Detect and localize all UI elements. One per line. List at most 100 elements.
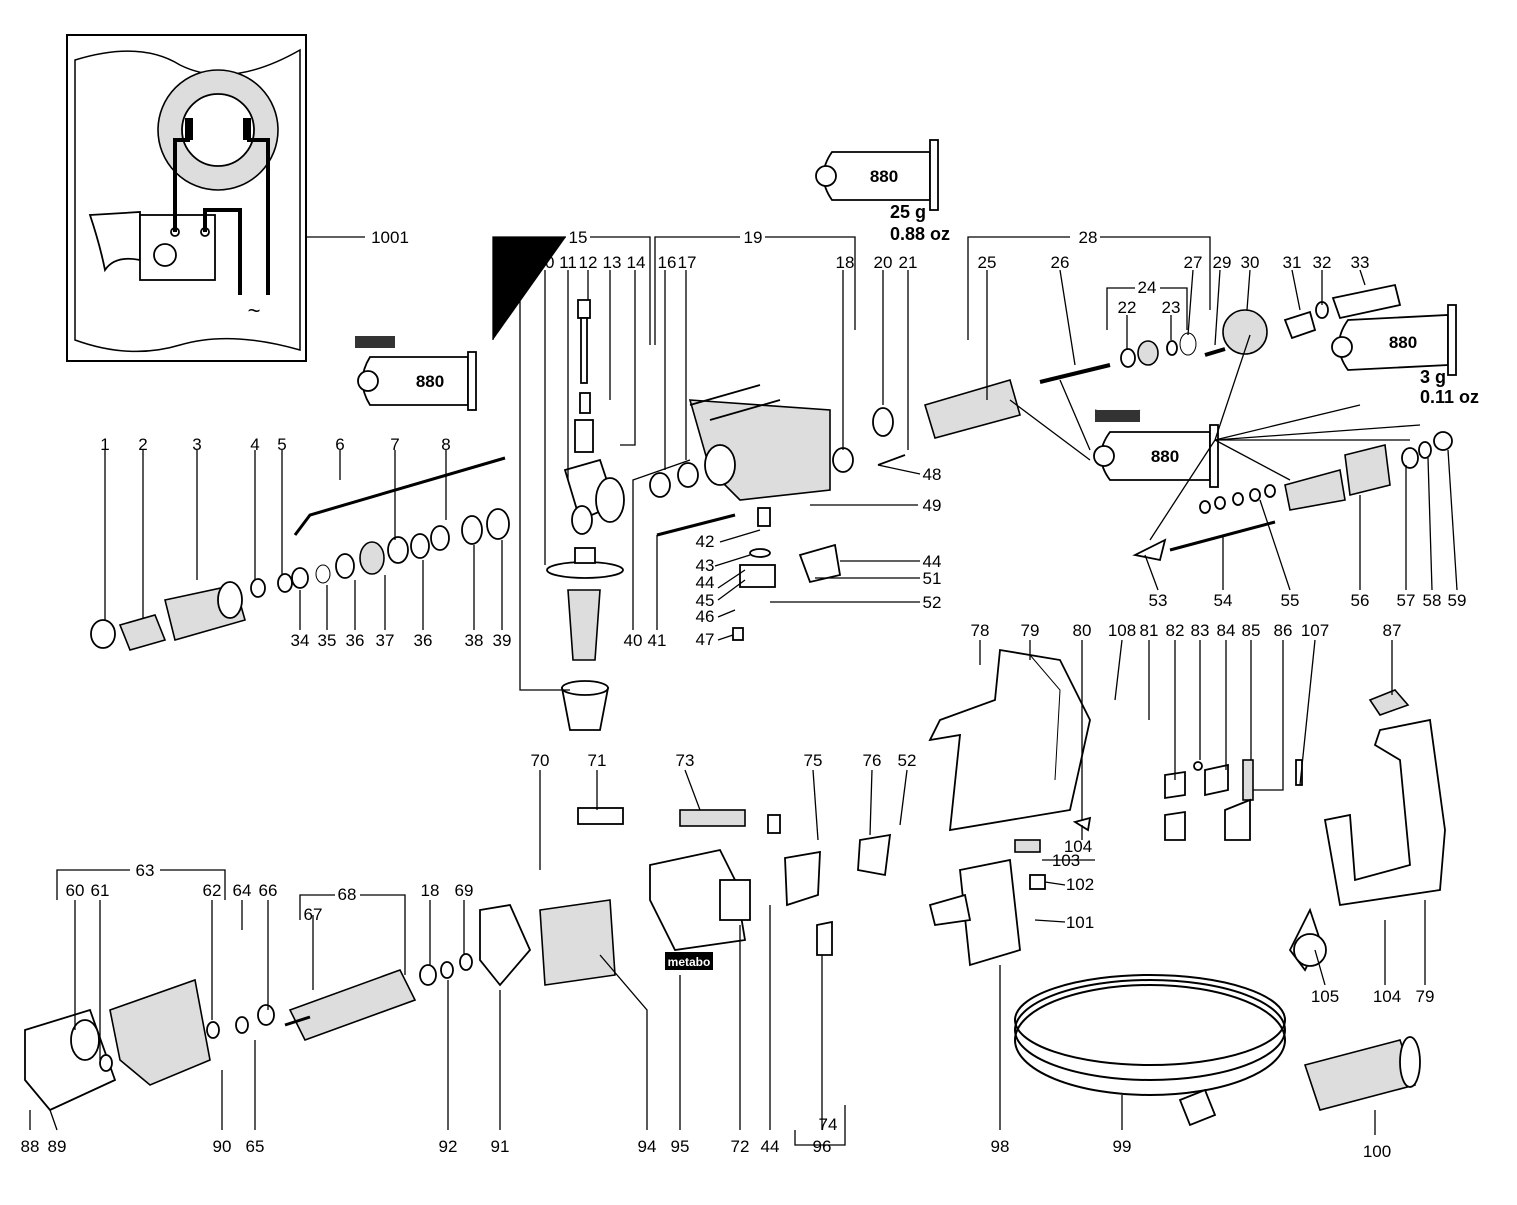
callout: 35 [318, 631, 337, 650]
callout: 72 [731, 1137, 750, 1156]
grease-tube-b-label: 880 [870, 167, 898, 186]
callout: 10 [536, 253, 555, 272]
inset-wire-2 [203, 208, 242, 295]
callout: 82 [1166, 621, 1185, 640]
callout: 36 [414, 631, 433, 650]
grease-tube-c-label: 880 [1389, 333, 1417, 352]
grease-tube-b-amount-oz: 0.88 oz [890, 224, 950, 244]
callout: 59 [1448, 591, 1467, 610]
callout: 5 [277, 435, 286, 454]
grease-tube-c-amount: 3 g [1420, 367, 1446, 387]
wiring-inset: ~ 1001 [66, 34, 409, 362]
parts-handle-assembly [546, 299, 625, 731]
callout: 81 [1140, 621, 1159, 640]
parts-gear-housing [649, 384, 906, 641]
callout: 104 [1064, 837, 1092, 856]
callout: 105 [1311, 987, 1339, 1006]
inset-switch-trigger [88, 211, 141, 273]
parts-switch-area [928, 759, 1303, 967]
callout: 74 [819, 1115, 838, 1134]
callout: 32 [1313, 253, 1332, 272]
callout: 15 [569, 228, 588, 247]
callout: 62 [203, 881, 222, 900]
callout: 11 [559, 253, 577, 272]
callout: 101 [1066, 913, 1094, 932]
callout: 88 [21, 1137, 40, 1156]
inset-wire-1 [173, 138, 190, 232]
inset-brush-left [185, 118, 193, 140]
callout: 103 [1052, 851, 1080, 870]
callout: 18 [421, 881, 440, 900]
callout: 99 [1113, 1137, 1132, 1156]
grease-tube-d-label: 880 [1151, 447, 1179, 466]
grease-tube-c: 880 3 g 0.11 oz [1331, 304, 1479, 407]
parts-mechanism [1132, 431, 1453, 562]
callout: 19 [744, 228, 763, 247]
callout: 87 [1383, 621, 1402, 640]
callout: 28 [1079, 228, 1098, 247]
callout: 40 [624, 631, 643, 650]
grease-tube-a: 880 [354, 336, 477, 411]
callout: 73 [676, 751, 695, 770]
callout: 3 [192, 435, 201, 454]
callout: 46 [696, 607, 715, 626]
callout: 34 [291, 631, 310, 650]
callout: 24 [1138, 278, 1157, 297]
callout: 43 [696, 556, 715, 575]
callout: 26 [1051, 253, 1070, 272]
grease-tube-c-amount-oz: 0.11 oz [1420, 387, 1479, 407]
callout: 67 [304, 905, 323, 924]
callout: 68 [338, 885, 357, 904]
callout: 65 [246, 1137, 265, 1156]
callout: 102 [1066, 875, 1094, 894]
callout: 95 [671, 1137, 690, 1156]
callout: 17 [678, 253, 697, 272]
inset-armature [181, 93, 255, 167]
callout: 107 [1301, 621, 1329, 640]
callout: 42 [696, 532, 715, 551]
callout: 108 [1108, 621, 1136, 640]
callout: 53 [1149, 591, 1168, 610]
callout: 69 [455, 881, 474, 900]
callout: 56 [1351, 591, 1370, 610]
callout: 36 [346, 631, 365, 650]
callout: 92 [439, 1137, 458, 1156]
callout: 48 [923, 465, 942, 484]
callout: 2 [138, 435, 147, 454]
callout: 66 [259, 881, 278, 900]
callout-1001: 1001 [371, 228, 409, 247]
callout: 7 [390, 435, 399, 454]
callout: 8 [441, 435, 450, 454]
callout: 100 [1363, 1142, 1391, 1161]
callout: 51 [923, 569, 942, 588]
grease-tube-a-label: 880 [416, 372, 444, 391]
callout: 44 [761, 1137, 780, 1156]
callout-numbers: 1 2 3 4 5 6 7 8 9 10 11 12 13 14 15 16 1… [21, 228, 1467, 1161]
callout: 79 [1021, 621, 1040, 640]
callout: 96 [813, 1137, 832, 1156]
callout: 27 [1184, 253, 1203, 272]
callout: 86 [1274, 621, 1293, 640]
callout: 91 [491, 1137, 510, 1156]
callout: 23 [1162, 298, 1181, 317]
ac-symbol: ~ [248, 298, 261, 323]
callout: 33 [1351, 253, 1370, 272]
callout: 52 [923, 593, 942, 612]
inset-switch-knob [153, 243, 177, 267]
callout: 89 [48, 1137, 67, 1156]
callout: 78 [971, 621, 990, 640]
callout: 20 [874, 253, 893, 272]
callout: 6 [335, 435, 344, 454]
grease-tube-b: 880 25 g 0.88 oz [815, 139, 950, 244]
callout: 21 [899, 253, 918, 272]
parts-upper-left [90, 456, 510, 651]
inset-switch [139, 214, 216, 281]
callout: 1 [100, 435, 109, 454]
callout: 22 [1118, 298, 1137, 317]
callout: 13 [603, 253, 622, 272]
parts-rear-handle [928, 648, 1446, 907]
callout: 64 [233, 881, 252, 900]
callout: 80 [1073, 621, 1092, 640]
callout: 52 [898, 751, 917, 770]
inset-wire-3 [247, 138, 270, 295]
